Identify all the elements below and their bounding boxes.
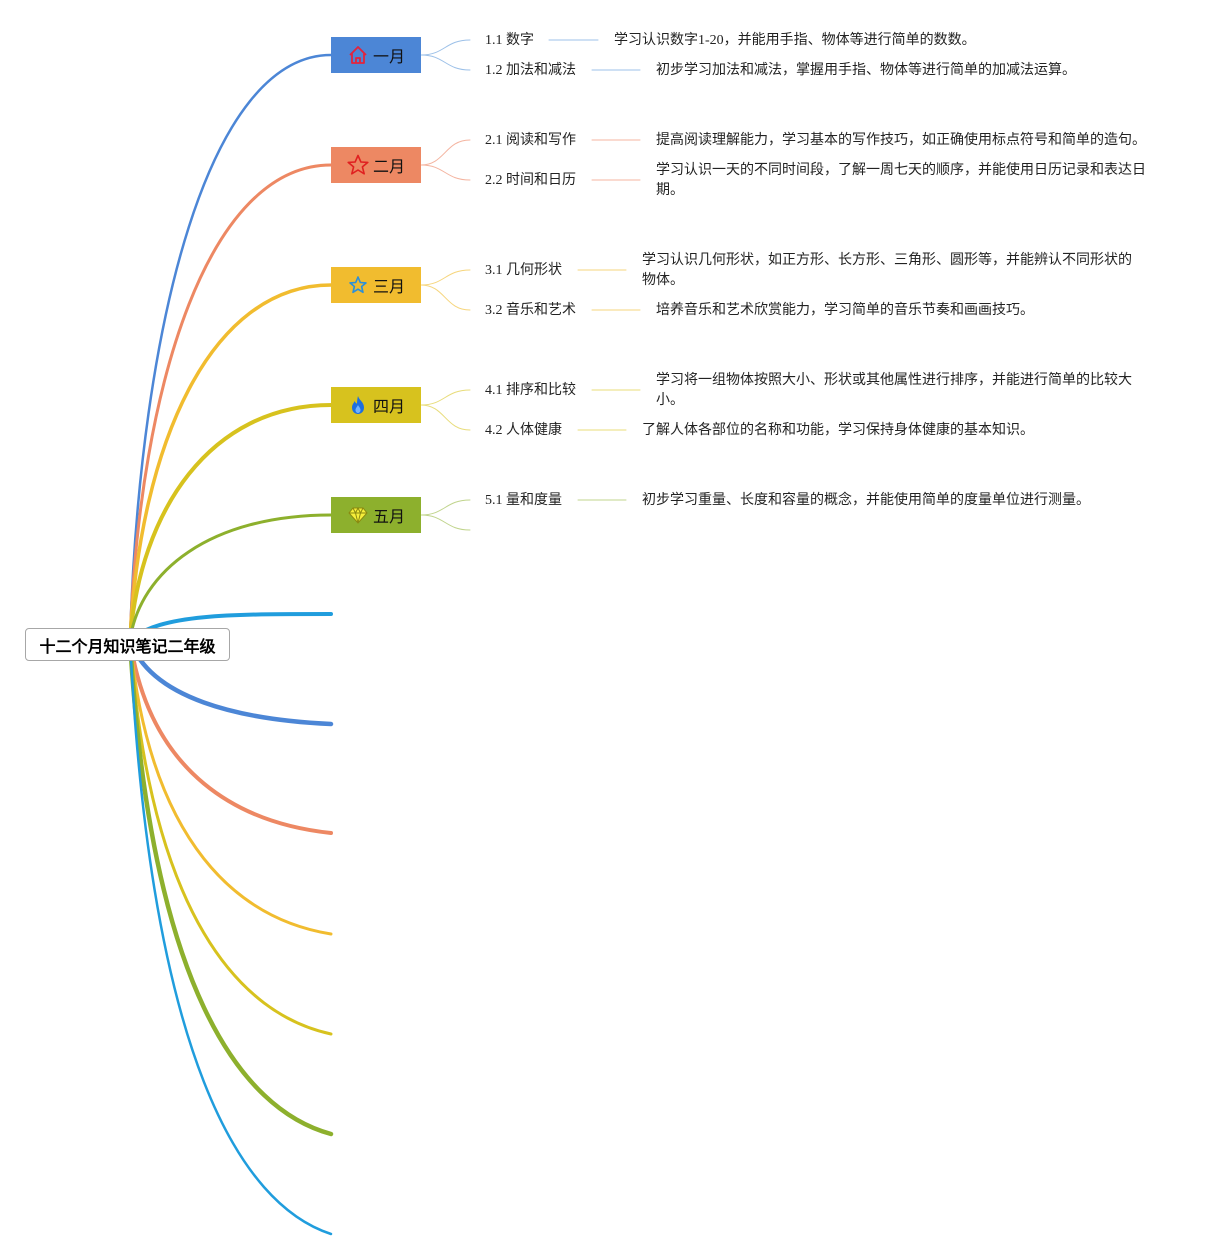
topic-2-1[interactable]: 2.1 阅读和写作 xyxy=(485,133,576,148)
sub-connector xyxy=(420,164,471,181)
topic-3-2-description[interactable]: 培养音乐和艺术欣赏能力，学习简单的音乐节奏和画画技巧。 xyxy=(656,303,1034,318)
star-icon xyxy=(347,154,369,176)
star-outline-icon xyxy=(347,274,369,296)
topic-1-2[interactable]: 1.2 加法和减法 xyxy=(485,63,576,78)
root-topic[interactable]: 十二个月知识笔记二年级 xyxy=(25,628,230,661)
month-label: 五月 xyxy=(372,507,405,526)
topic-1-2-description[interactable]: 初步学习加法和减法，掌握用手指、物体等进行简单的加减法运算。 xyxy=(656,63,1076,78)
branch-1 xyxy=(128,53,333,642)
sub-connector xyxy=(420,284,471,311)
topic-2-2[interactable]: 2.2 时间和日历 xyxy=(485,173,576,188)
flame-icon xyxy=(347,394,369,416)
sub-connector xyxy=(420,404,471,431)
topic-2-1-description[interactable]: 提高阅读理解能力，学习基本的写作技巧，如正确使用标点符号和简单的造句。 xyxy=(656,133,1146,148)
empty-branch-3 xyxy=(128,638,333,835)
sub-connector xyxy=(420,389,471,406)
branch-4 xyxy=(128,403,333,642)
month-node-january[interactable]: 一月 xyxy=(331,37,421,73)
topic-1-1-description[interactable]: 学习认识数字1-20，并能用手指、物体等进行简单的数数。 xyxy=(614,33,976,48)
month-label: 四月 xyxy=(372,397,405,416)
topic-4-2-description[interactable]: 了解人体各部位的名称和功能，学习保持身体健康的基本知识。 xyxy=(642,423,1034,438)
topic-3-1[interactable]: 3.1 几何形状 xyxy=(485,263,562,278)
month-node-march[interactable]: 三月 xyxy=(331,267,421,303)
branch-3 xyxy=(128,283,333,642)
house-icon xyxy=(347,44,369,66)
empty-branch-6 xyxy=(127,637,334,1137)
sub-connector xyxy=(420,269,471,286)
sub-connector xyxy=(420,39,471,56)
branch-5 xyxy=(128,513,333,642)
month-label: 三月 xyxy=(372,277,405,296)
month-label: 二月 xyxy=(372,157,405,176)
topic-4-1-description[interactable]: 学习将一组物体按照大小、形状或其他属性进行排序，并能进行简单的比较大小。 xyxy=(656,373,1132,408)
empty-branch-7 xyxy=(128,638,333,1236)
topic-4-2[interactable]: 4.2 人体健康 xyxy=(485,423,562,438)
topic-5-1-description[interactable]: 初步学习重量、长度和容量的概念，并能使用简单的度量单位进行测量。 xyxy=(642,493,1090,508)
sub-connector xyxy=(420,54,471,71)
topic-3-2[interactable]: 3.2 音乐和艺术 xyxy=(485,303,576,318)
sub-connector xyxy=(420,514,471,531)
month-node-may[interactable]: 五月 xyxy=(331,497,421,533)
diamond-icon xyxy=(347,504,369,526)
empty-branch-4 xyxy=(128,638,333,936)
topic-2-2-description[interactable]: 学习认识一天的不同时间段，了解一周七天的顺序，并能使用日历记录和表达日期。 xyxy=(656,163,1146,198)
empty-branch-5 xyxy=(128,638,333,1036)
month-node-february[interactable]: 二月 xyxy=(331,147,421,183)
sub-connector xyxy=(420,499,471,516)
sub-connector xyxy=(420,139,471,166)
topic-5-1[interactable]: 5.1 量和度量 xyxy=(485,493,562,508)
topic-1-1[interactable]: 1.1 数字 xyxy=(485,33,534,48)
month-label: 一月 xyxy=(372,47,405,66)
branch-2 xyxy=(128,163,333,642)
month-node-april[interactable]: 四月 xyxy=(331,387,421,423)
topic-3-1-description[interactable]: 学习认识几何形状，如正方形、长方形、三角形、圆形等，并能辨认不同形状的物体。 xyxy=(642,253,1132,288)
topic-4-1[interactable]: 4.1 排序和比较 xyxy=(485,383,576,398)
